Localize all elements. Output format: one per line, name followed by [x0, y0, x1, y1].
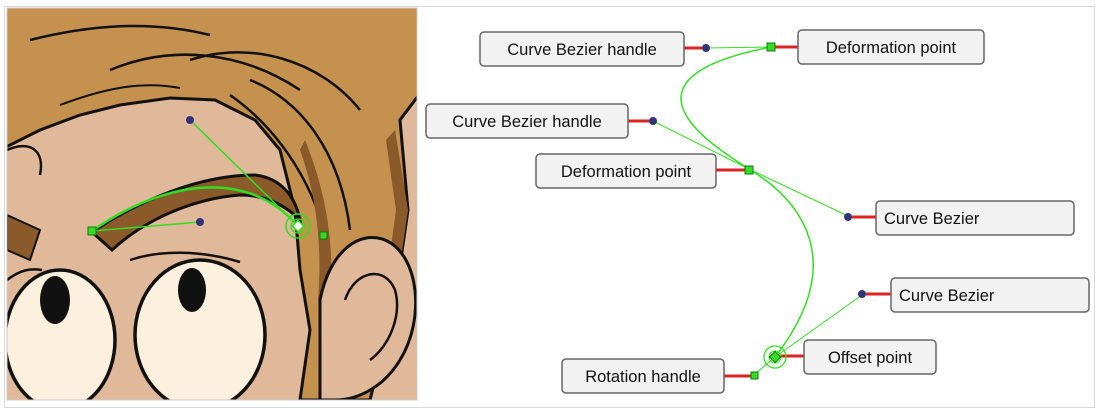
offset-point-marker [763, 345, 787, 369]
handle-line [652, 120, 750, 170]
label-text: Curve Bezier [884, 210, 980, 228]
face-line [7, 144, 43, 176]
label-top-bezier: Curve Bezier handle [479, 31, 685, 67]
right-eye [133, 258, 267, 400]
hair-shadow [300, 140, 332, 300]
label-text: Curve Bezier handle [452, 113, 602, 131]
eyelid-line [129, 251, 241, 264]
right-pupil [178, 268, 206, 312]
ear [318, 236, 417, 400]
character-illustration [7, 8, 417, 400]
hair-strand [59, 84, 181, 106]
label-text: Deformation point [826, 39, 957, 57]
label-top-deformation: Deformation point [797, 29, 985, 65]
bezier-handle-point [649, 117, 657, 125]
handle-line [774, 294, 863, 358]
hair-strand [249, 78, 352, 231]
label-text: Deformation point [561, 163, 692, 181]
hair [7, 8, 417, 400]
eyelid-line [7, 268, 43, 281]
label-rotation: Rotation handle [561, 358, 725, 394]
art-border [6, 7, 418, 401]
label-mid-deformation: Deformation point [535, 153, 717, 189]
label-mid-bezier: Curve Bezier handle [425, 103, 629, 139]
handle-line [705, 46, 772, 49]
deformation-point-marker [766, 42, 776, 52]
bezier-handle-point [844, 213, 852, 221]
label-right-bezier-1: Curve Bezier [875, 200, 1075, 236]
label-text: Rotation handle [585, 368, 701, 386]
deformer-chain [628, 42, 891, 380]
handle-line [748, 168, 849, 217]
left-eye [7, 268, 117, 400]
label-text: Curve Bezier [899, 287, 995, 305]
label-right-bezier-2: Curve Bezier [890, 277, 1090, 313]
eyebrow-deformer [87, 116, 328, 240]
bezier-handle-point [858, 290, 866, 298]
side-hair [7, 213, 42, 262]
bezier-handle-point [702, 44, 710, 52]
hair-strand [189, 51, 361, 111]
ear-inner [343, 272, 399, 361]
hair-strand [29, 24, 211, 42]
label-text: Offset point [828, 349, 912, 367]
rotation-handle-marker [750, 371, 759, 380]
deformation-point-marker [744, 165, 754, 175]
label-text: Curve Bezier handle [507, 41, 657, 59]
left-pupil [40, 276, 70, 324]
label-offset: Offset point [803, 339, 937, 375]
deformation-curve [680, 46, 814, 358]
